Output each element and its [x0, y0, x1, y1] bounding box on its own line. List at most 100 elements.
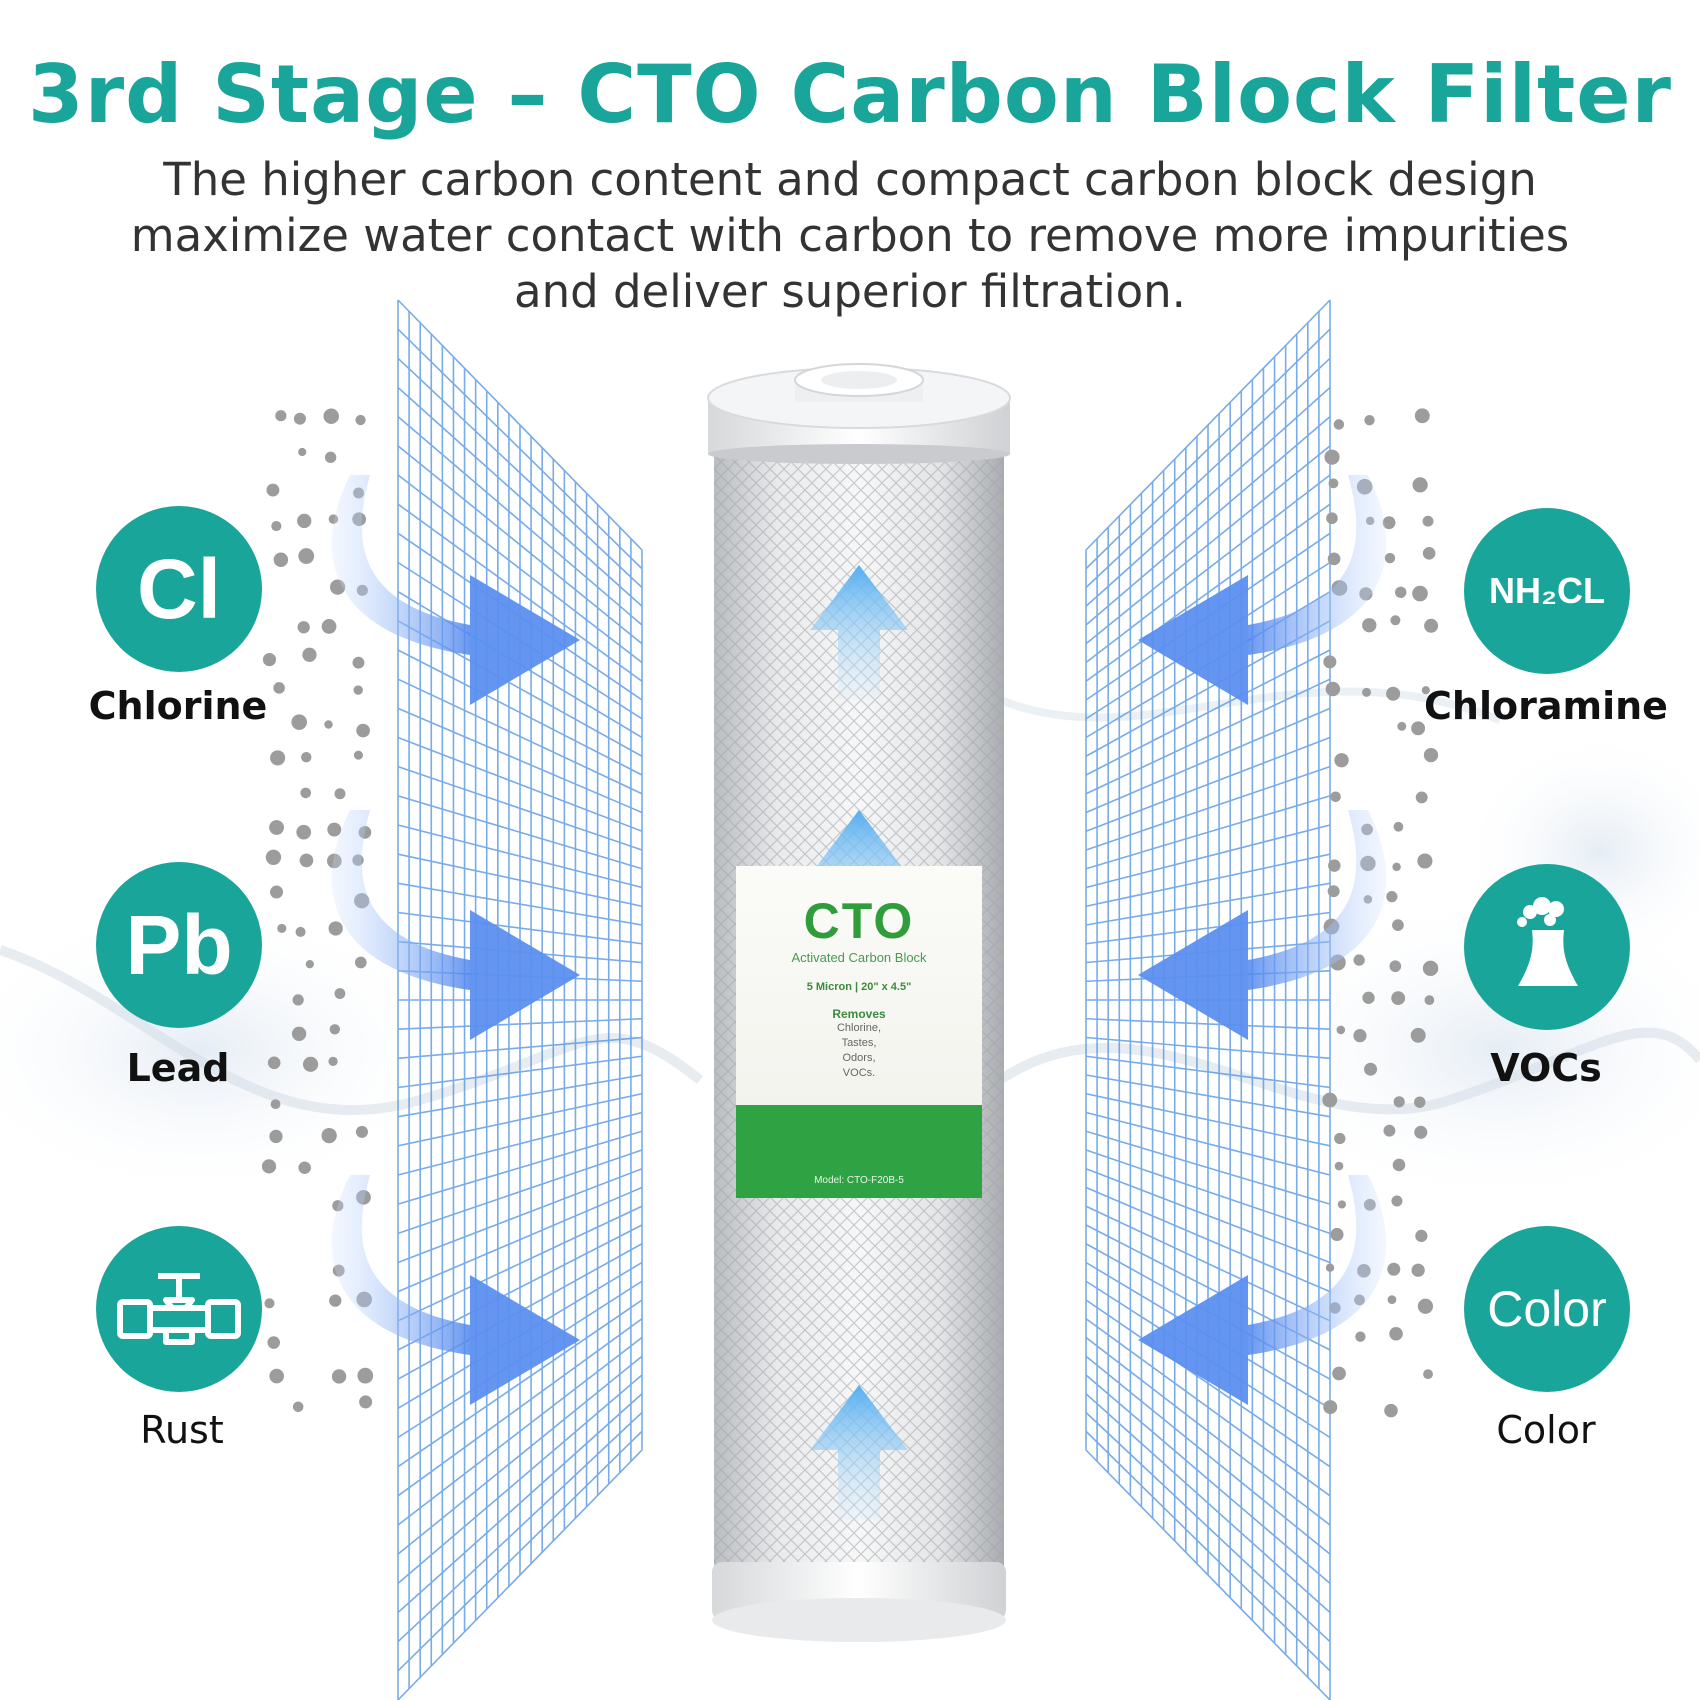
particle [1324, 449, 1340, 465]
particle [1323, 1400, 1338, 1415]
particle [1384, 1403, 1398, 1418]
particle [1364, 415, 1375, 426]
pipe-valve-glyph [117, 1273, 241, 1345]
particle [297, 513, 312, 529]
particle [1336, 1025, 1346, 1035]
chlorine-icon: Cl [96, 506, 262, 672]
particle [1393, 821, 1404, 832]
product-brand: CTO [803, 893, 915, 949]
particle [1389, 1326, 1403, 1341]
particle [1411, 1263, 1425, 1277]
particle [277, 923, 287, 933]
particle [296, 824, 312, 840]
particle [1393, 1096, 1405, 1108]
particle [1423, 747, 1439, 763]
filter-mesh [397, 299, 1331, 1700]
flow-arrows [331, 475, 1387, 1405]
particle [1397, 721, 1407, 731]
particle [293, 412, 306, 425]
particle [359, 1395, 373, 1409]
particle [269, 1368, 284, 1384]
chloramine-label: Chloramine [1424, 684, 1668, 728]
particle [355, 414, 366, 426]
particle [334, 988, 346, 999]
particle [1391, 991, 1406, 1006]
product-label: CTO Activated Carbon Block 5 Micron | 20… [736, 866, 982, 1198]
particle [273, 552, 289, 568]
particle [327, 822, 342, 837]
color-symbol: Color [1487, 1281, 1607, 1337]
lead-icon: Pb [96, 862, 262, 1028]
particle [300, 787, 312, 799]
particle [321, 619, 337, 634]
particle [1322, 1092, 1338, 1108]
particle [267, 1056, 281, 1070]
description-line: and deliver superior filtration. [514, 265, 1186, 318]
particle [329, 1024, 340, 1035]
particle [1364, 1062, 1378, 1076]
particle [321, 1127, 337, 1144]
particle [299, 853, 314, 868]
particle [353, 685, 363, 695]
particle [1325, 1263, 1335, 1272]
particle [292, 994, 304, 1006]
particle [1414, 1125, 1428, 1139]
particle [323, 408, 339, 424]
factory-smoke-icon [1464, 864, 1630, 1030]
flow-arrow [331, 810, 580, 1040]
particle [1412, 585, 1428, 602]
particle [298, 548, 315, 564]
particle [1353, 954, 1365, 966]
particle [298, 1161, 311, 1175]
description-line: maximize water contact with carbon to re… [130, 209, 1570, 262]
particle [1387, 1262, 1401, 1276]
chloramine-icon: NH₂CL [1464, 508, 1630, 674]
particle [1383, 1124, 1396, 1137]
particle [292, 1401, 304, 1413]
particle [1334, 1161, 1344, 1171]
particle [295, 926, 306, 937]
particle [269, 820, 284, 835]
particle [1422, 546, 1436, 560]
particle [1414, 408, 1430, 424]
particle [1412, 477, 1428, 493]
particle [1415, 791, 1428, 804]
pipe-valve-icon [96, 1226, 262, 1392]
particle [353, 750, 364, 760]
particle [334, 788, 346, 800]
page-description: The higher carbon content and compact ca… [100, 152, 1600, 320]
particle [1417, 853, 1433, 869]
particle [1387, 1295, 1397, 1305]
particle [354, 956, 367, 969]
flow-arrow [1138, 475, 1387, 705]
flow-arrow [1138, 810, 1387, 1040]
particle [1390, 615, 1401, 626]
particle [1382, 516, 1396, 530]
particle [1337, 1200, 1346, 1209]
particle [356, 723, 370, 738]
particle [302, 1056, 319, 1072]
chlorine-label: Chlorine [88, 684, 268, 728]
chloramine-symbol: NH₂CL [1489, 570, 1605, 611]
particle [273, 682, 285, 694]
particle [1424, 995, 1435, 1005]
particle [1333, 419, 1345, 430]
particle [1422, 515, 1434, 527]
particle [1384, 552, 1396, 564]
particle [297, 621, 310, 634]
particle [1325, 681, 1341, 697]
particle [1414, 1096, 1426, 1108]
removes-item: Tastes, [841, 1037, 877, 1049]
particle [261, 1159, 277, 1174]
product-spec: 5 Micron | 20" x 4.5" [806, 981, 912, 993]
particle [1391, 1195, 1403, 1207]
particle [1422, 960, 1439, 977]
particle [1392, 919, 1404, 932]
color-label: Color [1496, 1408, 1596, 1452]
particle [1328, 859, 1341, 872]
particle [1424, 618, 1439, 633]
particle [291, 1026, 307, 1041]
particle [1353, 1029, 1367, 1043]
flow-arrow [331, 1175, 580, 1405]
particle [1423, 1369, 1433, 1380]
